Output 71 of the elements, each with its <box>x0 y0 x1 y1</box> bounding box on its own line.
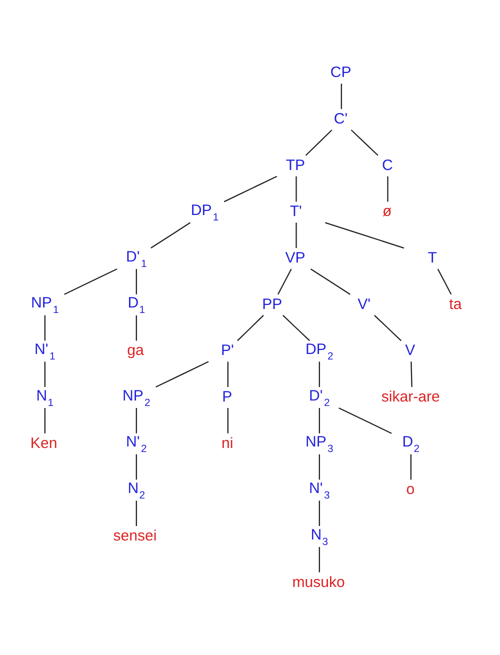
connector <box>340 83 342 109</box>
node-text: C' <box>333 110 348 127</box>
connector <box>318 361 320 387</box>
connector <box>374 314 401 341</box>
node-text: P <box>222 388 232 405</box>
connector <box>350 129 378 156</box>
connector <box>276 268 292 294</box>
node-text: T' <box>289 202 302 220</box>
node-text: N'$_{2}$ <box>125 433 146 455</box>
connector <box>135 268 136 294</box>
node-text: VP <box>284 248 305 266</box>
connector <box>44 314 45 340</box>
connector <box>386 176 388 202</box>
node-text: sikar-are <box>380 388 440 405</box>
node-text: T <box>427 248 436 266</box>
node-text: PP <box>262 295 282 312</box>
node-text: V' <box>357 295 370 312</box>
connector <box>310 268 350 294</box>
connector <box>226 361 228 387</box>
node-text: ga <box>126 342 144 359</box>
connector <box>150 222 190 248</box>
node-text: ø <box>382 202 392 220</box>
node-text: DP$_{1}$ <box>190 201 218 223</box>
node-text: ni <box>221 434 233 452</box>
connector <box>135 408 136 433</box>
node-text: DP$_{2}$ <box>305 340 333 362</box>
connector <box>44 361 45 387</box>
connector <box>318 408 320 433</box>
connector <box>64 268 117 294</box>
connector <box>226 408 228 433</box>
connector <box>338 406 392 434</box>
node-text: P' <box>220 342 234 359</box>
connector <box>282 314 310 341</box>
node-text: TP <box>285 156 305 174</box>
node-text: CP <box>330 64 351 81</box>
connector <box>318 454 320 480</box>
connector <box>236 314 264 341</box>
node-text: sensei <box>112 526 156 544</box>
connector <box>318 500 320 526</box>
node-text: Ken <box>30 434 57 452</box>
connector <box>135 454 136 480</box>
connector <box>436 268 452 294</box>
connector <box>223 175 277 202</box>
connector <box>135 500 136 526</box>
node-text: NP$_{3}$ <box>305 433 333 455</box>
connector <box>410 361 412 387</box>
connector <box>295 222 296 248</box>
connector <box>318 546 320 572</box>
node-text: o <box>406 480 414 498</box>
node-text: N'$_{3}$ <box>308 479 330 501</box>
node-text: NP$_{1}$ <box>30 294 58 316</box>
connector <box>410 454 411 480</box>
node-text: D$_{2}$ <box>402 433 420 455</box>
node-text: musuko <box>292 573 344 590</box>
connector <box>304 129 332 156</box>
node-text: D'$_{1}$ <box>125 248 146 270</box>
node-text: N$_{1}$ <box>36 386 54 408</box>
connector <box>44 408 45 433</box>
connector <box>295 176 296 202</box>
node-text: D'$_{2}$ <box>308 386 330 408</box>
node-text: N'$_{1}$ <box>34 340 55 362</box>
node-text: D$_{1}$ <box>127 294 145 316</box>
node-text: N$_{3}$ <box>310 526 328 548</box>
node-text: ta <box>448 295 462 312</box>
node-text: NP$_{2}$ <box>122 386 150 408</box>
node-text: C <box>381 156 392 174</box>
node-text: V <box>404 342 415 359</box>
connector <box>155 360 208 388</box>
node-text: N$_{2}$ <box>127 479 145 501</box>
connector <box>135 314 136 340</box>
connector <box>324 222 404 248</box>
